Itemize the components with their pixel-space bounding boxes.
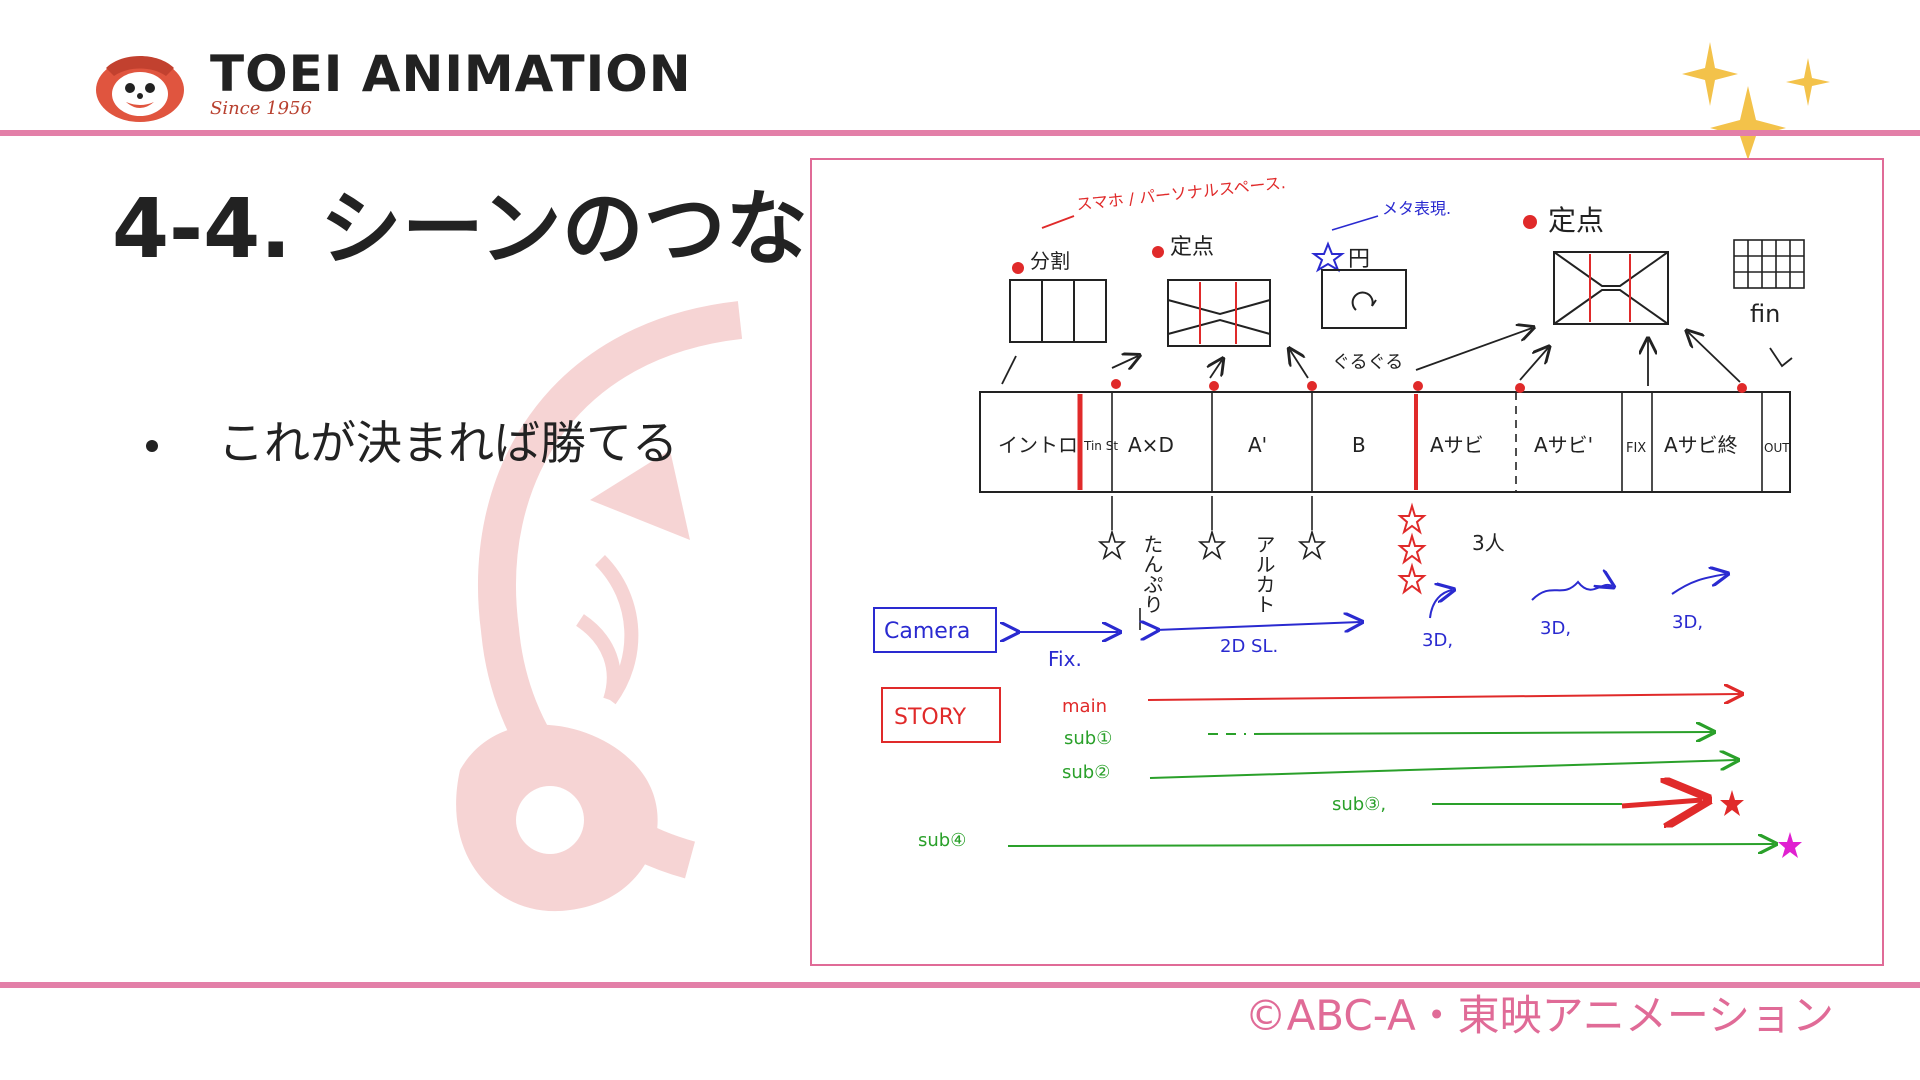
camera-3d: 3D, (1422, 630, 1453, 651)
sketch-grid-frame (1733, 239, 1805, 289)
story-main-arrow (1147, 694, 1740, 700)
sketch-fixed-point-wide (1553, 251, 1669, 325)
scene-diagram: スマホ / パーソナルスペース. メタ表現. 分割 定点 円 定点 (873, 173, 1805, 858)
note-dot-icon (1152, 246, 1164, 258)
camera-3d-arrow (1429, 590, 1452, 619)
red-star-markers (1397, 502, 1427, 595)
timeline-segment: Aサビ (1430, 433, 1484, 457)
story-sub2: sub② (1062, 762, 1110, 783)
sketch-split-frame (1009, 279, 1107, 343)
copyright: ©ABC-A・東映アニメーション (1244, 991, 1834, 1040)
story-sub4-arrow (1007, 844, 1774, 846)
note-teiten-right: 定点 (1548, 204, 1604, 237)
diagram-panel: スマホ / パーソナルスペース. メタ表現. 分割 定点 円 定点 (810, 158, 1884, 966)
red-star-icon (1720, 790, 1744, 816)
camera-3d: 3D, (1672, 612, 1703, 633)
story-sub3: sub③, (1332, 794, 1386, 815)
note-guruguru: ぐるぐる (1332, 352, 1403, 373)
timeline-segment: B (1352, 433, 1366, 457)
caption-smartphone: スマホ / パーソナルスペース. (1075, 173, 1286, 214)
timeline-segment: FIX (1626, 441, 1646, 456)
header-divider (0, 130, 1920, 136)
cat-mascot-icon (96, 56, 184, 122)
mascot-watermark-icon (456, 301, 743, 912)
story-label: STORY (894, 705, 967, 730)
story-box (881, 687, 1001, 743)
story-sub3-red-arrow (1621, 800, 1702, 806)
note-arukato: アルカト (1252, 534, 1276, 614)
note-bunkatsu: 分割 (1030, 249, 1070, 273)
timeline-segment: A×D (1128, 433, 1174, 457)
header: TOEI ANIMATION Since 1956 (0, 0, 1920, 160)
star-icon (1311, 241, 1345, 273)
note-fin: fin (1750, 300, 1780, 328)
magenta-star-icon (1778, 832, 1802, 858)
camera-2dsl: 2D SL. (1220, 636, 1278, 657)
camera-2dsl-arrow (1156, 622, 1360, 630)
caption-connector (1331, 215, 1379, 231)
camera-fix: Fix. (1048, 647, 1082, 671)
brand-name: TOEI ANIMATION (210, 45, 692, 103)
note-dot-icon (1012, 262, 1024, 274)
note-en: 円 (1348, 247, 1370, 272)
camera-box (873, 607, 997, 653)
story-main: main (1062, 696, 1107, 717)
camera-3d: 3D, (1540, 618, 1571, 639)
camera-3d-arrow (1531, 582, 1612, 601)
timeline-segment: Tin St (1083, 439, 1118, 453)
sketch-circle-frame (1321, 269, 1407, 329)
timeline-segment: イントロ (998, 433, 1078, 457)
caption-connector (1041, 215, 1075, 229)
camera-3d-arrow (1671, 574, 1726, 595)
story-sub2-arrow (1149, 760, 1736, 779)
story-sub1-arrow (1253, 732, 1712, 734)
bullet-list: これが決まれば勝てる (146, 414, 678, 472)
sparkle-icon (1682, 42, 1830, 160)
note-teiten-left: 定点 (1170, 235, 1214, 260)
bullet-text: これが決まれば勝てる (218, 416, 678, 470)
note-dot-icon (1523, 215, 1537, 229)
story-sub1: sub① (1064, 728, 1112, 749)
timeline-segment: Aサビ' (1534, 433, 1593, 457)
timeline-labels: イントロ Tin St A×D A' B Aサビ Aサビ' FIX Aサビ終 O… (998, 433, 1790, 457)
caption-meta: メタ表現. (1382, 199, 1451, 218)
black-star-markers (1097, 496, 1327, 561)
note-tanpuri: たんぷり (1140, 534, 1164, 614)
brand-since: Since 1956 (210, 98, 312, 119)
sketch-fixed-point-frame (1167, 279, 1271, 347)
connector-arrows (1001, 328, 1793, 386)
note-three-people: 3人 (1472, 531, 1505, 555)
camera-label: Camera (884, 619, 970, 644)
bullet-dot-icon (146, 440, 158, 452)
timeline-bar (979, 379, 1791, 493)
footer-divider (0, 982, 1920, 988)
story-sub4: sub④ (918, 830, 966, 851)
timeline-segment: Aサビ終 (1664, 433, 1738, 457)
list-item: これが決まれば勝てる (146, 414, 678, 472)
timeline-segment: OUT (1764, 441, 1790, 455)
timeline-segment: A' (1248, 433, 1267, 457)
